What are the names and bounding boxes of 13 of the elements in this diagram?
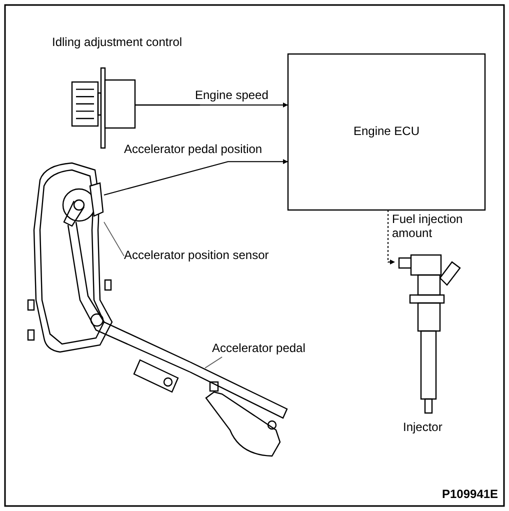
edge-label: Accelerator pedal position (124, 142, 262, 156)
figure-code: P109941E (442, 487, 498, 501)
leader-line (204, 356, 222, 368)
arrow (104, 159, 288, 196)
part-label: Idling adjustment control (52, 35, 182, 49)
part-label: Accelerator pedal (212, 341, 324, 357)
arrow (200, 102, 288, 108)
part-label: Injector (403, 420, 442, 434)
part-label: Accelerator position sensor (124, 248, 296, 264)
edge-label: Engine speed (195, 88, 268, 102)
leader-line (104, 222, 124, 256)
arrow (388, 210, 396, 265)
ecu-label: Engine ECU (352, 124, 421, 138)
